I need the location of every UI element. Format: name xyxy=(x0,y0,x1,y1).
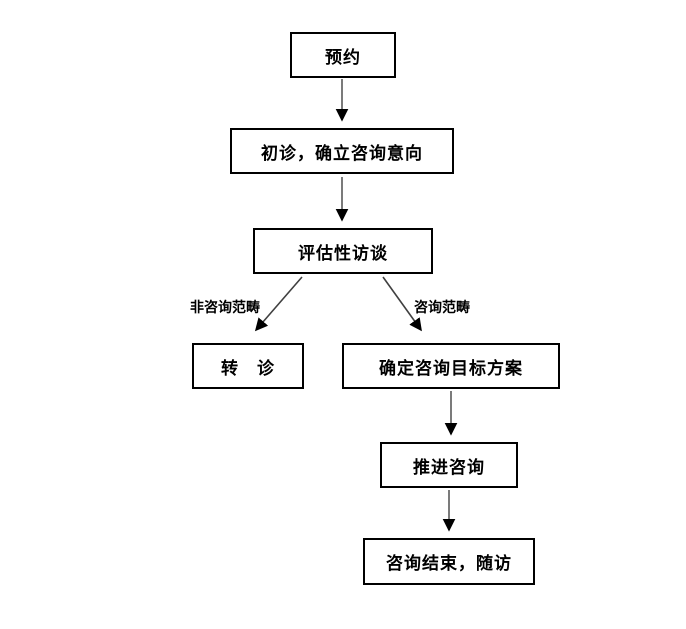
flow-node-advance-counseling: 推进咨询 xyxy=(380,442,518,488)
edge-label-counseling-scope: 咨询范畴 xyxy=(414,301,470,316)
flow-node-assessment-interview: 评估性访谈 xyxy=(253,228,433,274)
flow-node-goal-plan: 确定咨询目标方案 xyxy=(342,343,560,389)
flow-node-referral: 转 诊 xyxy=(192,343,304,389)
flow-node-end-followup: 咨询结束，随访 xyxy=(363,538,535,585)
flow-node-initial-visit: 初诊，确立咨询意向 xyxy=(230,128,454,174)
arrow-assessment-to-referral xyxy=(254,276,303,332)
flow-node-appointment: 预约 xyxy=(290,32,396,78)
edge-label-non-counseling-scope: 非咨询范畴 xyxy=(190,301,260,316)
